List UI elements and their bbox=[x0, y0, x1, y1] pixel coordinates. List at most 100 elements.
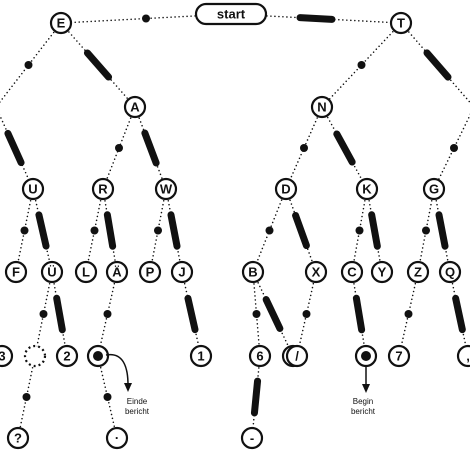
morse-dot-mark bbox=[103, 310, 112, 318]
node-n1: 1 bbox=[189, 344, 213, 368]
morse-dot-mark bbox=[357, 61, 366, 69]
node-label: Ä bbox=[112, 265, 122, 280]
node-label: G bbox=[429, 182, 439, 197]
node-label: B bbox=[248, 265, 257, 280]
edge-Z-n7 bbox=[398, 271, 419, 357]
node-label: F bbox=[12, 265, 20, 280]
node-label: D bbox=[281, 182, 290, 197]
node-dot bbox=[23, 344, 47, 368]
node-label: C bbox=[347, 265, 357, 280]
node-n6: 6 bbox=[248, 344, 272, 368]
morse-dash-mark bbox=[292, 211, 310, 250]
begin-note-line1: Begin bbox=[353, 397, 373, 406]
node-circle bbox=[105, 260, 129, 284]
morse-dash-mark bbox=[53, 294, 66, 334]
node-circle bbox=[21, 177, 45, 201]
node-ue: Ü bbox=[40, 260, 64, 284]
node-circle bbox=[170, 260, 194, 284]
node-label: T bbox=[397, 16, 405, 31]
node-label: U bbox=[28, 182, 37, 197]
edge-B-eq bbox=[252, 271, 294, 357]
node-circle bbox=[241, 260, 265, 284]
node-g: G bbox=[422, 177, 446, 201]
node-label: 6 bbox=[256, 349, 263, 364]
node-label: / bbox=[295, 349, 299, 364]
node-label: 7 bbox=[395, 349, 402, 364]
node-t: T bbox=[389, 11, 413, 35]
node-f: F bbox=[4, 260, 28, 284]
end-note-line1: Einde bbox=[127, 397, 148, 406]
node-l: L bbox=[74, 260, 98, 284]
edge-Q-comma bbox=[449, 271, 469, 357]
morse-dash-mark bbox=[141, 129, 160, 167]
node-circle bbox=[248, 344, 272, 368]
morse-dash-mark bbox=[352, 294, 366, 334]
node-circle bbox=[304, 260, 328, 284]
node-n: N bbox=[310, 95, 334, 119]
morse-dot-mark bbox=[90, 226, 99, 235]
node-circle bbox=[438, 260, 462, 284]
node-u: U bbox=[21, 177, 45, 201]
node-label: N bbox=[317, 100, 326, 115]
node-circle bbox=[189, 344, 213, 368]
node-c: C bbox=[340, 260, 364, 284]
end-note-line2: bericht bbox=[125, 407, 150, 416]
node-circle bbox=[406, 260, 430, 284]
morse-dot-mark bbox=[20, 226, 29, 235]
node-circle bbox=[456, 344, 470, 368]
morse-dash-mark bbox=[83, 49, 113, 81]
node-circle bbox=[4, 260, 28, 284]
node-ae: Ä bbox=[105, 260, 129, 284]
morse-dot-mark bbox=[154, 226, 162, 235]
start-node: start bbox=[194, 2, 268, 26]
node-label: X bbox=[312, 265, 321, 280]
begin-of-message-arrow bbox=[362, 366, 370, 393]
node-label: Z bbox=[414, 265, 422, 280]
morse-dash-mark bbox=[333, 130, 356, 166]
node-e: E bbox=[49, 11, 73, 35]
node-label: Y bbox=[378, 265, 387, 280]
node-circle bbox=[355, 177, 379, 201]
morse-dot-mark bbox=[24, 61, 33, 69]
node-circle bbox=[422, 177, 446, 201]
morse-dash-mark bbox=[423, 49, 452, 81]
node-end bbox=[86, 344, 110, 368]
node-n2: 2 bbox=[55, 344, 79, 368]
edge-J-n1 bbox=[181, 271, 202, 357]
start-box bbox=[194, 2, 268, 26]
morse-dash-mark bbox=[296, 14, 336, 23]
node-circle bbox=[154, 177, 178, 201]
filled-dot-icon bbox=[361, 351, 371, 361]
node-n7: 7 bbox=[387, 344, 411, 368]
edge-E-LEFTA bbox=[0, 22, 62, 104]
edge-UE-DOT bbox=[34, 271, 53, 357]
node-label: ? bbox=[14, 431, 22, 446]
node-label: , bbox=[466, 349, 470, 364]
morse-dot-mark bbox=[450, 144, 458, 152]
morse-dot-mark bbox=[355, 226, 364, 235]
node-z: Z bbox=[406, 260, 430, 284]
node-circle bbox=[387, 344, 411, 368]
node-label: W bbox=[160, 182, 173, 197]
node-x: X bbox=[304, 260, 328, 284]
node-label: P bbox=[146, 265, 155, 280]
node-w: W bbox=[154, 177, 178, 201]
empty-node-circle bbox=[23, 344, 47, 368]
edge-N-K bbox=[321, 106, 368, 190]
morse-dot-mark bbox=[39, 310, 48, 318]
edge-T-N bbox=[321, 22, 402, 108]
node-label: 3 bbox=[0, 349, 6, 364]
morse-dot-mark bbox=[265, 226, 274, 235]
node-label: J bbox=[178, 265, 185, 280]
node-r: R bbox=[91, 177, 115, 201]
node-comma: , bbox=[456, 344, 470, 368]
node-period: · bbox=[105, 426, 129, 450]
morse-dot-mark bbox=[300, 144, 308, 152]
node-circle bbox=[138, 260, 162, 284]
node-label: 2 bbox=[63, 349, 70, 364]
morse-dot-mark bbox=[103, 393, 112, 401]
morse-dash-mark bbox=[435, 211, 449, 250]
node-label: K bbox=[362, 182, 372, 197]
morse-dot-mark bbox=[115, 144, 123, 152]
